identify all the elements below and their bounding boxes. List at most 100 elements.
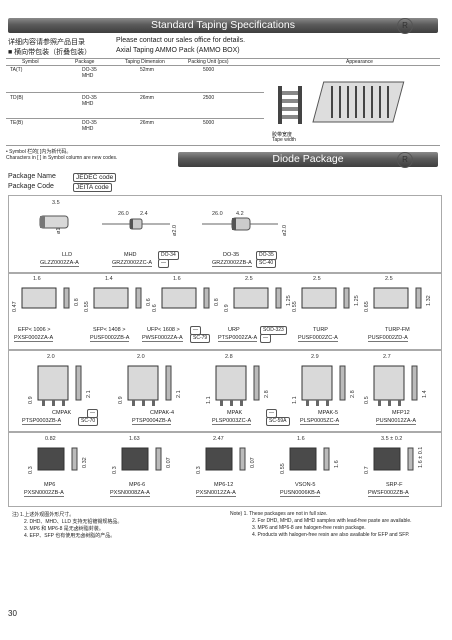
row3-dim-height: 2.1 (176, 390, 182, 398)
note-cn-3: 3. MP6 和 MP6-8 是无卤树脂封装。 (24, 526, 104, 532)
row-unit: 2500 (203, 95, 215, 101)
package-code-turp: PUSF0002ZC-A (298, 335, 338, 342)
note-cn-4: 4. EFP、SFP 也有使用无卤树脂的产品。 (24, 533, 116, 539)
row4-dim-width: 2.47 (213, 436, 224, 442)
note-cn-2: 2. DHD、MHD、LLD 支持无铅镀锡规格品。 (24, 519, 123, 525)
col-header-package: Package (75, 59, 95, 65)
taping-cn-line2: ■ 横向带包装（折叠包装） (8, 49, 92, 56)
row-symbol: TA(T) (10, 67, 23, 73)
package-row-1 (8, 195, 442, 273)
row2-dim-width: 2.5 (313, 276, 321, 282)
row-package-2: MHD (82, 126, 94, 132)
page-number: 30 (8, 609, 17, 618)
package-name-mp6: MP6 (44, 482, 56, 488)
package-code-mp6: PXSN0002ZB-A (24, 490, 64, 497)
diode-banner: Diode Package (178, 152, 438, 167)
row-symbol: TD(B) (10, 95, 24, 101)
package-code-mp6-6: PXSN0008ZA-A (110, 490, 150, 497)
package-name-lld: LLD (62, 252, 73, 258)
do35-dim-body: 4.2 (236, 211, 244, 217)
package-name-mpak: MPAK (227, 410, 243, 416)
package-name-efp: EFP< 1006 > (18, 327, 51, 333)
package-code-sfp: PUSF0002ZB-A (90, 335, 130, 342)
row2-dim-height: 1.25 (354, 295, 360, 306)
row4-dim-side: 0.3 (112, 466, 118, 474)
legend-jedec: JEDEC code (73, 173, 117, 182)
do35-dim-diameter: ø2.0 (282, 224, 288, 236)
row2-dim-side: 0.6 (152, 304, 158, 312)
row2-dim-height: 1.32 (426, 295, 432, 306)
row-unit: 5000 (203, 120, 215, 126)
taping-cn-line1: 详细内容请参照产品目录 (8, 39, 85, 46)
package-name-turp: TURP (313, 327, 328, 333)
jeita-cmpak: SC-70 (78, 417, 99, 426)
package-code-lld: GLZZ0002ZA-A (40, 260, 79, 267)
jeita-mhd: — (158, 259, 169, 268)
taping-banner-title: Standard Taping Specifications (151, 19, 295, 31)
note-cn-1: 注) 1.上述外观图外形尺寸。 (12, 512, 75, 518)
jeita-mpak: SC-59A (266, 417, 290, 426)
taping-note-en: Characters in [ ] in Symbol column are n… (6, 155, 118, 161)
row4-dim-side: 0.7 (364, 466, 370, 474)
row3-dim-width: 2.8 (225, 354, 233, 360)
package-name-mpak5: MPAK-5 (318, 410, 339, 416)
legend-package-code: Package Code (8, 183, 54, 190)
legend-package-name: Package Name (8, 173, 56, 180)
mhd-dim-body: 2.4 (140, 211, 148, 217)
row2-package-image (233, 287, 282, 309)
row4-dim-side: 0.3 (196, 466, 202, 474)
row3-dim-width: 2.0 (137, 354, 145, 360)
taping-en-line1: Please contact our sales office for deta… (116, 37, 246, 44)
do35-package-image (202, 217, 278, 231)
jedec-urp: SOD-323 (260, 326, 287, 335)
mhd-dim-diameter: ø2.0 (172, 224, 178, 236)
package-code-mpak5: PLSP0005ZC-A (300, 418, 340, 425)
row2-dim-width: 2.5 (385, 276, 393, 282)
row2-package-image (373, 287, 422, 309)
package-code-vson5: PUSN0006KB-A (280, 490, 321, 497)
col-header-taping-dimension: Taping Dimension (125, 59, 165, 65)
row3-dim-side: 0.9 (28, 396, 34, 404)
package-name-do35: DO-35 (223, 252, 240, 258)
package-name-cmpak4: CMPAK-4 (150, 410, 175, 416)
row3-dim-height: 2.8 (350, 390, 356, 398)
row2-package-image (93, 287, 142, 309)
note-en-1: Note) 1. These packages are not in full … (230, 511, 328, 517)
package-name-urp: URP (228, 327, 240, 333)
diode-banner-title: Diode Package (272, 153, 344, 165)
row4-dim-side: 0.55 (280, 463, 286, 474)
note-en-2: 2. For DHD, MHD, and MHD samples with le… (252, 518, 412, 524)
note-en-3: 3. MP6 and MP6-8 are halogen-free resin … (252, 525, 366, 531)
row3-package-image (127, 365, 172, 406)
row4-package-image (373, 447, 414, 471)
row2-package-image (301, 287, 350, 309)
row4-package-image (289, 447, 330, 471)
package-name-srpf: SRP-F (386, 482, 403, 488)
row-package-2: MHD (82, 101, 94, 107)
registered-mark-icon: R (397, 152, 413, 168)
row4-dim-height: 1.6 ± 0.1 (418, 446, 424, 468)
row-dimension: 26mm (140, 95, 154, 101)
row2-dim-side: 0.65 (364, 301, 370, 312)
row2-dim-height: 0.8 (74, 298, 80, 306)
col-header-packing-unit: Packing Unit (pcs) (188, 59, 229, 65)
package-name-cmpak: CMPAK (52, 410, 72, 416)
package-code-mpak: PLSP0003ZC-A (212, 418, 252, 425)
jeita-ufp: SC-79 (190, 334, 211, 343)
row2-dim-side: 0.9 (224, 304, 230, 312)
legend-jeita: JEITA code (73, 183, 112, 192)
package-code-urp: PTSP0002ZA-A (218, 335, 258, 342)
package-name-mp6-6: MP6-6 (129, 482, 146, 488)
row3-dim-width: 2.0 (47, 354, 55, 360)
row3-dim-side: 1.1 (206, 396, 212, 404)
row4-dim-side: 0.3 (28, 466, 34, 474)
row3-package-image (301, 365, 346, 406)
row-dimension: 26mm (140, 120, 154, 126)
row2-package-image (21, 287, 70, 309)
row-dimension: 52mm (140, 67, 154, 73)
mhd-dim-lead: 26.0 (118, 211, 129, 217)
row2-dim-width: 1.6 (173, 276, 181, 282)
col-header-symbol: Symbol (22, 59, 39, 65)
package-code-turp-fm: PUSF0002ZD-A (368, 335, 408, 342)
row-symbol: TE(B) (10, 120, 24, 126)
